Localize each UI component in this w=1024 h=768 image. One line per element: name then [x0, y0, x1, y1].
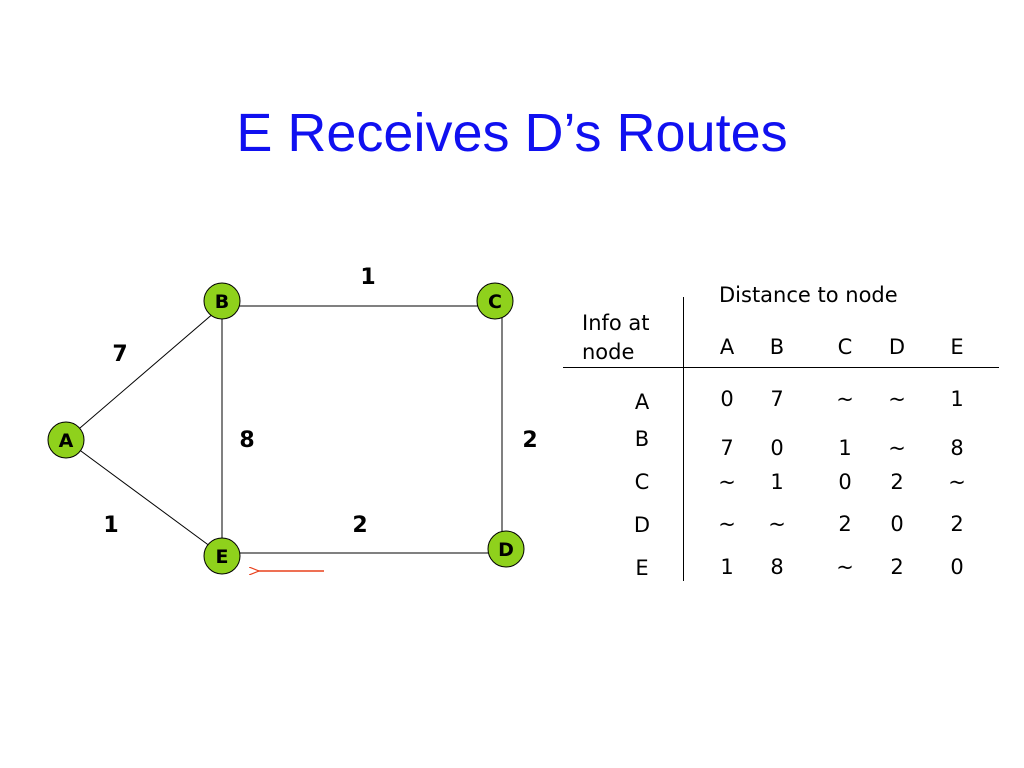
node-b-label: B	[215, 291, 229, 313]
cell-d-b: ~	[768, 512, 786, 536]
cell-d-a: ~	[718, 512, 736, 536]
node-e-circle	[203, 537, 241, 575]
cell-d-e: 2	[950, 512, 964, 536]
cell-e-e: 0	[950, 555, 964, 579]
cell-c-b: 1	[770, 470, 784, 494]
cell-a-b: 7	[770, 387, 784, 411]
node-d: D	[487, 530, 525, 568]
row-header-label: Info at node	[582, 311, 650, 364]
edge-a-b	[65, 305, 223, 441]
cell-c-c: 0	[838, 470, 852, 494]
column-header-b: B	[769, 335, 785, 359]
row-header-c: C	[634, 470, 650, 494]
cell-e-c: ~	[836, 555, 854, 579]
cell-b-d: ~	[888, 436, 906, 460]
cell-a-a: 0	[720, 387, 734, 411]
row-header-b: B	[634, 427, 650, 451]
row-header-e: E	[635, 556, 649, 580]
cell-d-d: 0	[890, 512, 904, 536]
column-header-e: E	[950, 335, 964, 359]
column-header-a: A	[719, 335, 735, 359]
weight-a-e: 1	[103, 513, 118, 538]
table-row-divider	[683, 297, 684, 581]
weight-c-d: 2	[522, 428, 537, 453]
cell-c-a: ~	[718, 470, 736, 494]
weight-b-c: 1	[360, 265, 375, 290]
node-c-circle	[476, 282, 514, 320]
row-header-a: A	[634, 390, 650, 414]
column-header-c: C	[837, 335, 853, 359]
node-a-circle	[47, 421, 85, 459]
node-c: C	[476, 282, 514, 320]
edge-a-e	[65, 439, 223, 556]
node-d-label: D	[498, 539, 514, 561]
node-b-circle	[203, 282, 241, 320]
node-a-label: A	[59, 430, 74, 452]
node-e: E	[203, 537, 241, 575]
column-header-d: D	[888, 335, 906, 359]
cell-a-e: 1	[950, 387, 964, 411]
column-group-label: Distance to node	[719, 283, 898, 307]
cell-a-c: ~	[836, 387, 854, 411]
row-header-d: D	[633, 513, 651, 537]
slide-title: E Receives D’s Routes	[236, 103, 788, 163]
cell-b-a: 7	[720, 436, 734, 460]
cell-e-b: 8	[770, 555, 784, 579]
weight-b-e: 8	[239, 428, 254, 453]
node-e-label: E	[216, 546, 229, 568]
node-c-label: C	[488, 291, 502, 313]
cell-b-e: 8	[950, 436, 964, 460]
cell-b-c: 1	[838, 436, 852, 460]
cell-c-d: 2	[890, 470, 904, 494]
cell-b-b: 0	[770, 436, 784, 460]
node-b: B	[203, 282, 241, 320]
cell-a-d: ~	[888, 387, 906, 411]
cell-e-a: 1	[720, 555, 734, 579]
cell-e-d: 2	[890, 555, 904, 579]
weight-e-d: 2	[352, 513, 367, 538]
node-d-circle	[487, 530, 525, 568]
cell-d-c: 2	[838, 512, 852, 536]
cell-c-e: ~	[948, 470, 966, 494]
node-a: A	[47, 421, 85, 459]
weight-a-b: 7	[112, 342, 127, 367]
table-header-divider	[563, 367, 999, 368]
